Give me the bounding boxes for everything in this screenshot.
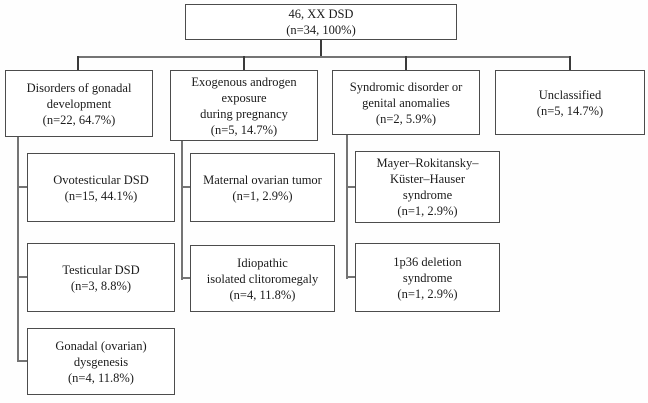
node-maternal-ovarian-tumor: Maternal ovarian tumor (n=1, 2.9%) — [190, 153, 335, 222]
connector-stub-mrkh-syndrome — [346, 186, 355, 188]
node-ovotesticular-dsd: Ovotesticular DSD (n=15, 44.1%) — [27, 153, 175, 222]
connector-stub-gonadal-dysgenesis — [17, 360, 27, 362]
connector-stub-maternal-ovarian-tumor — [181, 186, 190, 188]
connector-drop-cat4 — [569, 56, 571, 70]
node-gonadal-ovarian-dysgenesis-label: Gonadal (ovarian) dysgenesis (n=4, 11.8%… — [55, 338, 147, 385]
connector-drop-cat3 — [405, 56, 407, 70]
node-unclassified-label: Unclassified (n=5, 14.7%) — [536, 87, 604, 118]
node-ovotesticular-dsd-label: Ovotesticular DSD (n=15, 44.1%) — [53, 172, 149, 203]
node-exogenous-androgen-exposure-label: Exogenous androgen exposure during pregn… — [191, 74, 297, 137]
node-mrkh-syndrome: Mayer–Rokitansky– Küster–Hauser syndrome… — [355, 151, 500, 223]
connector-categories-horizontal-bar — [77, 56, 571, 58]
node-testicular-dsd-label: Testicular DSD (n=3, 8.8%) — [62, 262, 140, 293]
node-gonadal-ovarian-dysgenesis: Gonadal (ovarian) dysgenesis (n=4, 11.8%… — [27, 328, 175, 395]
node-testicular-dsd: Testicular DSD (n=3, 8.8%) — [27, 243, 175, 312]
node-unclassified: Unclassified (n=5, 14.7%) — [495, 70, 645, 135]
node-exogenous-androgen-exposure: Exogenous androgen exposure during pregn… — [170, 70, 318, 141]
node-46xx-dsd: 46, XX DSD (n=34, 100%) — [185, 4, 457, 40]
connector-stub-1p36-deletion — [346, 276, 355, 278]
node-1p36-deletion-syndrome-label: 1p36 deletion syndrome (n=1, 2.9%) — [393, 254, 462, 301]
node-46xx-dsd-label: 46, XX DSD (n=34, 100%) — [286, 7, 356, 37]
connector-root-stem — [320, 40, 322, 57]
node-maternal-ovarian-tumor-label: Maternal ovarian tumor (n=1, 2.9%) — [203, 172, 322, 203]
connector-stub-testicular — [17, 276, 27, 278]
connector-col1-vertical — [17, 137, 19, 362]
connector-stub-ovotesticular — [17, 186, 27, 188]
connector-stub-idiopathic-clitoromegaly — [181, 277, 190, 279]
node-disorders-gonadal-development-label: Disorders of gonadal development (n=22, … — [26, 80, 132, 127]
node-mrkh-syndrome-label: Mayer–Rokitansky– Küster–Hauser syndrome… — [376, 156, 479, 218]
connector-col2-vertical — [181, 141, 183, 280]
node-idiopathic-isolated-clitoromegaly-label: Idiopathic isolated clitoromegaly (n=4, … — [206, 255, 319, 302]
connector-drop-cat1 — [77, 56, 79, 70]
connector-drop-cat2 — [243, 56, 245, 70]
node-idiopathic-isolated-clitoromegaly: Idiopathic isolated clitoromegaly (n=4, … — [190, 245, 335, 312]
node-1p36-deletion-syndrome: 1p36 deletion syndrome (n=1, 2.9%) — [355, 243, 500, 312]
node-syndromic-disorder-genital-anomalies-label: Syndromic disorder or genital anomalies … — [349, 79, 463, 126]
node-disorders-gonadal-development: Disorders of gonadal development (n=22, … — [5, 70, 153, 137]
connector-col3-vertical — [346, 135, 348, 279]
node-syndromic-disorder-genital-anomalies: Syndromic disorder or genital anomalies … — [332, 70, 480, 135]
